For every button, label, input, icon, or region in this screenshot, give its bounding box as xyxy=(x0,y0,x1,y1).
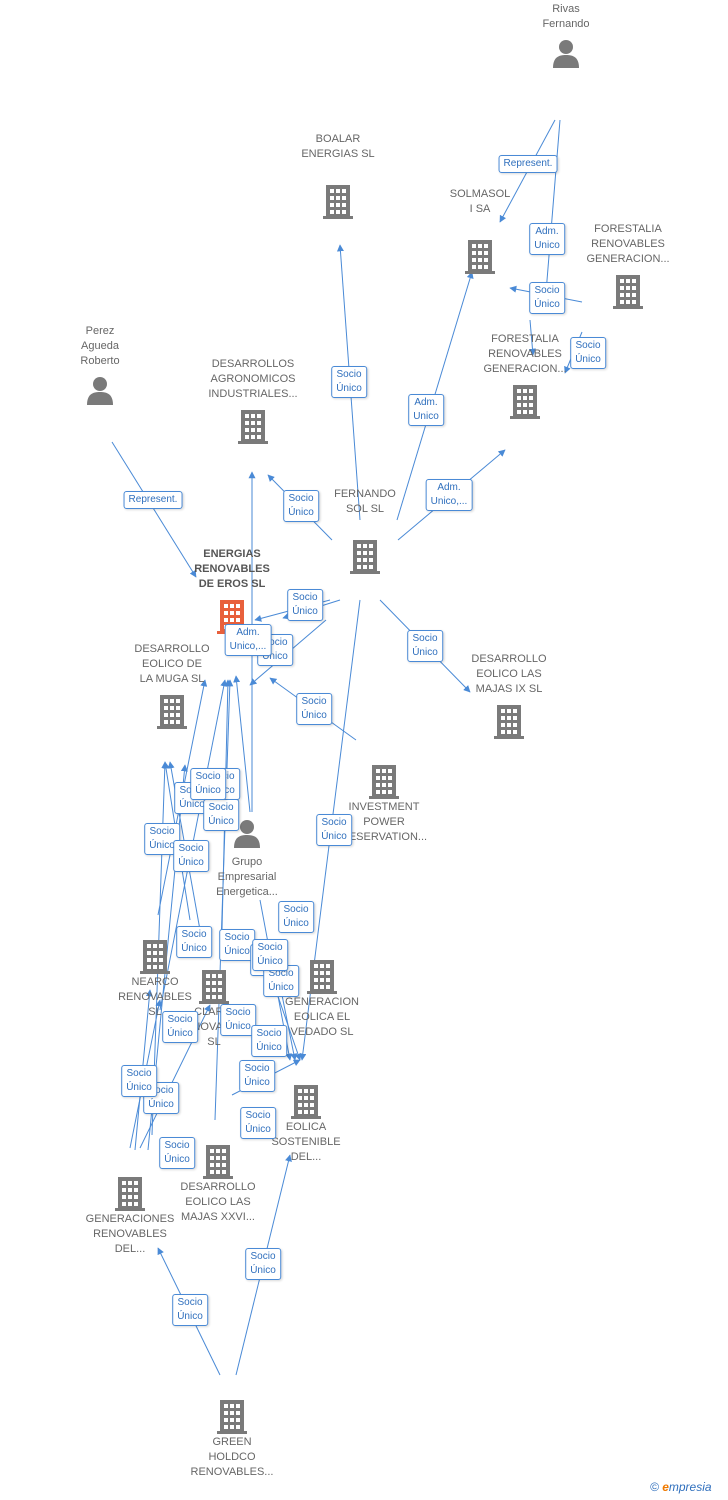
node-label-grupo[interactable]: Grupo Empresarial Energetica... xyxy=(216,856,278,898)
person-icon[interactable] xyxy=(232,818,262,853)
node-label-samper[interactable]: Samper Rivas Fernando xyxy=(542,3,590,30)
relation-label-19[interactable]: Socio Único xyxy=(176,926,212,958)
node-label-vedado[interactable]: GENERACION EOLICA EL VEDADO SL xyxy=(285,996,359,1038)
relation-label-30[interactable]: Socio Único xyxy=(159,1137,195,1169)
link-line-4 xyxy=(528,319,536,356)
node-label-fernando[interactable]: FERNANDO SOL SL xyxy=(334,488,396,515)
building-icon[interactable] xyxy=(613,273,643,314)
node-label-desagro[interactable]: DESARROLLOS AGRONOMICOS INDUSTRIALES... xyxy=(208,358,298,400)
building-icon[interactable] xyxy=(217,1398,247,1439)
relation-label-29[interactable]: Socio Único xyxy=(239,1060,275,1092)
node-label-majas9[interactable]: DESARROLLO EOLICO LAS MAJAS IX SL xyxy=(471,653,547,695)
copyright-mark: © xyxy=(650,1480,659,1494)
building-icon[interactable] xyxy=(140,938,170,979)
link-line-1 xyxy=(542,119,561,306)
relation-label-20[interactable]: Socio Único xyxy=(219,929,255,961)
building-icon[interactable] xyxy=(494,703,524,744)
building-icon[interactable] xyxy=(307,958,337,999)
relation-label-35[interactable]: Socio Único xyxy=(190,768,226,800)
relation-label-7[interactable]: Socio Único xyxy=(283,490,319,522)
relation-label-28[interactable]: Socio Único xyxy=(121,1065,157,1097)
relation-label-2[interactable]: Socio Único xyxy=(529,282,565,314)
building-icon[interactable] xyxy=(157,693,187,734)
empresia-credit[interactable]: © empresia xyxy=(650,1480,712,1494)
relation-label-0[interactable]: Represent. xyxy=(498,155,558,173)
node-label-investment[interactable]: INVESTMENT POWER RESERVATION... xyxy=(340,801,428,843)
relation-label-31[interactable]: Socio Único xyxy=(240,1107,276,1139)
node-label-forestalia1[interactable]: FORESTALIA RENOVABLES GENERACION... xyxy=(586,223,670,265)
building-icon[interactable] xyxy=(115,1175,145,1216)
brand-text: mpresia xyxy=(668,1480,712,1494)
link-line-15 xyxy=(233,675,251,813)
relation-label-17[interactable]: Socio Único xyxy=(144,823,180,855)
node-label-sostenible[interactable]: EOLICA SOSTENIBLE DEL... xyxy=(271,1121,341,1163)
relation-label-32[interactable]: Socio Único xyxy=(172,1294,208,1326)
building-icon[interactable] xyxy=(203,1143,233,1184)
relation-label-13[interactable]: Adm. Unico,... xyxy=(224,624,272,656)
relation-label-24[interactable]: Socio Único xyxy=(220,1004,256,1036)
relation-label-8[interactable]: Adm. Unico,... xyxy=(425,479,473,511)
building-icon[interactable] xyxy=(350,538,380,579)
node-label-green[interactable]: GREEN HOLDCO RENOVABLES... xyxy=(190,1436,274,1478)
relation-label-22[interactable]: Socio Único xyxy=(278,901,314,933)
relation-label-34[interactable]: Socio Único xyxy=(316,814,352,846)
relation-label-6[interactable]: Represent. xyxy=(123,491,183,509)
building-icon[interactable] xyxy=(323,183,353,224)
node-label-boalar[interactable]: BOALAR ENERGIAS SL xyxy=(301,133,375,160)
relation-label-33[interactable]: Socio Único xyxy=(245,1248,281,1280)
building-icon[interactable] xyxy=(510,383,540,424)
link-line-24 xyxy=(139,1004,211,1149)
building-icon[interactable] xyxy=(465,238,495,279)
relation-label-4[interactable]: Socio Único xyxy=(331,366,367,398)
node-label-nearco[interactable]: NEARCO RENOVABLES SL xyxy=(118,976,192,1018)
relation-label-11[interactable]: Socio Único xyxy=(296,693,332,725)
node-label-solmasol[interactable]: SOLMASOL I SA xyxy=(449,188,511,215)
node-label-majas26[interactable]: DESARROLLO EOLICO LAS MAJAS XXVI... xyxy=(180,1181,256,1223)
building-icon[interactable] xyxy=(369,763,399,804)
relation-label-10[interactable]: Socio Único xyxy=(407,630,443,662)
relation-label-27[interactable]: Socio Único xyxy=(143,1082,179,1114)
node-label-perez[interactable]: Perez Agueda Roberto xyxy=(80,325,120,367)
node-label-generaciones[interactable]: GENERACIONES RENOVABLES DEL... xyxy=(85,1213,175,1255)
building-icon[interactable] xyxy=(291,1083,321,1124)
relation-label-16[interactable]: Socio Único xyxy=(203,799,239,831)
relation-label-25[interactable]: Socio Único xyxy=(162,1011,198,1043)
node-label-eros[interactable]: ENERGIAS RENOVABLES DE EROS SL xyxy=(194,548,270,590)
relation-label-1[interactable]: Adm. Unico xyxy=(529,223,565,255)
relation-label-18[interactable]: Socio Único xyxy=(173,840,209,872)
link-line-8 xyxy=(111,441,197,578)
building-icon[interactable] xyxy=(238,408,268,449)
brand-e: e xyxy=(662,1480,669,1494)
relation-label-9[interactable]: Socio Único xyxy=(287,589,323,621)
relation-label-3[interactable]: Socio Único xyxy=(570,337,606,369)
relation-label-26[interactable]: Socio Único xyxy=(251,1025,287,1057)
node-label-forestalia2[interactable]: FORESTALIA RENOVABLES GENERACION... xyxy=(483,333,567,375)
person-icon[interactable] xyxy=(85,375,115,410)
node-label-muga[interactable]: DESARROLLO EOLICO DE LA MUGA SL xyxy=(134,643,210,685)
relation-label-5[interactable]: Adm. Unico xyxy=(408,394,444,426)
relation-label-36[interactable]: Socio Único xyxy=(252,939,288,971)
person-icon[interactable] xyxy=(551,38,581,73)
building-icon[interactable] xyxy=(199,968,229,1009)
